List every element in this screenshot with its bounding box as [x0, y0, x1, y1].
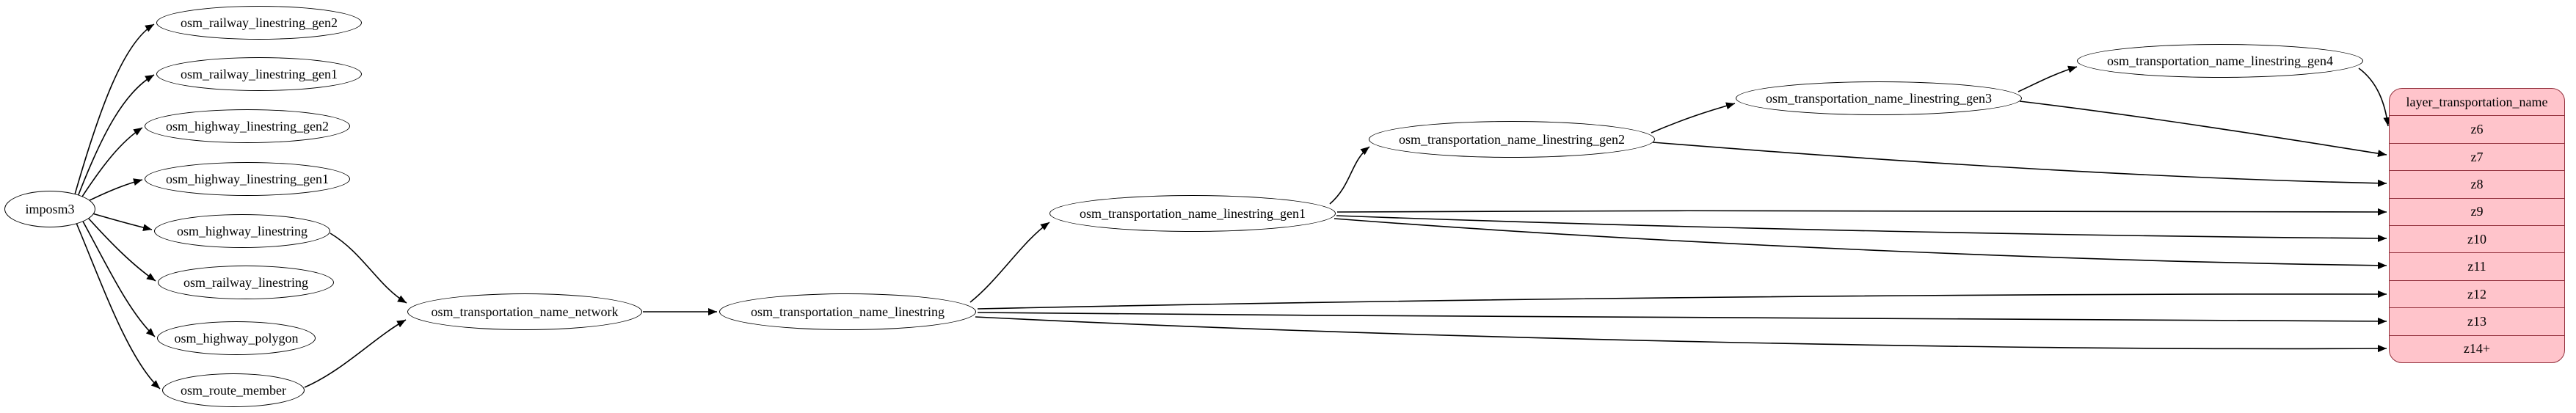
- zoom-row-z13: z13: [2390, 308, 2564, 336]
- node-osm-transportation-name-linestring-gen2: osm_transportation_name_linestring_gen2: [1369, 121, 1655, 158]
- edge-gen1-to-z9: [1336, 208, 2387, 216]
- edge-imposm3-to-highway-gen2: [80, 127, 143, 200]
- node-osm-transportation-name-linestring: osm_transportation_name_linestring: [719, 293, 976, 330]
- node-osm-highway-linestring-gen1: osm_highway_linestring_gen1: [145, 162, 350, 196]
- edge-gen2-to-z8: [1652, 142, 2387, 187]
- edge-imposm3-to-railway-gen1: [77, 74, 155, 197]
- layer-transportation-name-table: layer_transportation_name z6 z7 z8 z9 z1…: [2389, 88, 2565, 363]
- edge-gen4-to-z6: [2358, 67, 2391, 127]
- edge-gen1-to-gen2: [1329, 146, 1370, 205]
- edge-imposm3-to-highway-linestring: [92, 213, 153, 232]
- edge-imposm3-to-route-member: [76, 222, 161, 390]
- edge-linestring-to-z13: [977, 312, 2387, 325]
- node-osm-transportation-name-linestring-gen4: osm_transportation_name_linestring_gen4: [2077, 44, 2363, 78]
- node-osm-highway-linestring: osm_highway_linestring: [154, 214, 330, 248]
- zoom-row-z10: z10: [2390, 226, 2564, 254]
- node-osm-railway-linestring: osm_railway_linestring: [158, 266, 334, 299]
- edge-gen1-to-z11: [1334, 218, 2387, 269]
- node-osm-route-member: osm_route_member: [162, 373, 305, 407]
- edge-imposm3-to-railway-gen2: [74, 23, 155, 195]
- edge-imposm3-to-highway-polygon: [81, 219, 156, 337]
- zoom-row-z8: z8: [2390, 171, 2564, 199]
- edge-linestring-to-z12: [977, 290, 2387, 310]
- zoom-row-z9: z9: [2390, 199, 2564, 227]
- edge-imposm3-to-railway-linestring: [87, 217, 156, 282]
- node-osm-railway-linestring-gen1: osm_railway_linestring_gen1: [156, 57, 362, 91]
- zoom-row-z7: z7: [2390, 144, 2564, 172]
- zoom-row-z6: z6: [2390, 116, 2564, 144]
- zoom-row-z12: z12: [2390, 281, 2564, 309]
- node-osm-highway-polygon: osm_highway_polygon: [157, 321, 316, 355]
- edge-linestring-to-gen1: [969, 222, 1050, 303]
- edge-route-member-to-network: [304, 319, 407, 388]
- node-osm-transportation-name-linestring-gen3: osm_transportation_name_linestring_gen3: [1736, 81, 2022, 115]
- node-osm-highway-linestring-gen2: osm_highway_linestring_gen2: [145, 109, 350, 143]
- edge-gen3-to-gen4: [2017, 65, 2078, 92]
- node-osm-transportation-name-linestring-gen1: osm_transportation_name_linestring_gen1: [1049, 195, 1336, 232]
- edge-gen2-to-gen3: [1651, 102, 1736, 134]
- node-osm-transportation-name-network: osm_transportation_name_network: [407, 293, 642, 330]
- node-imposm3: imposm3: [4, 191, 95, 227]
- edge-imposm3-to-highway-gen1: [86, 178, 143, 202]
- layer-table-title: layer_transportation_name: [2390, 89, 2564, 117]
- edge-highway-linestring-to-network: [330, 233, 407, 304]
- edge-gen3-to-z7: [2019, 100, 2387, 158]
- zoom-row-z14plus: z14+: [2463, 341, 2491, 357]
- edge-linestring-to-z14plus: [975, 316, 2387, 353]
- zoom-row-z11: z11: [2390, 253, 2564, 281]
- edge-gen1-to-z10: [1336, 215, 2387, 242]
- node-osm-railway-linestring-gen2: osm_railway_linestring_gen2: [156, 6, 362, 40]
